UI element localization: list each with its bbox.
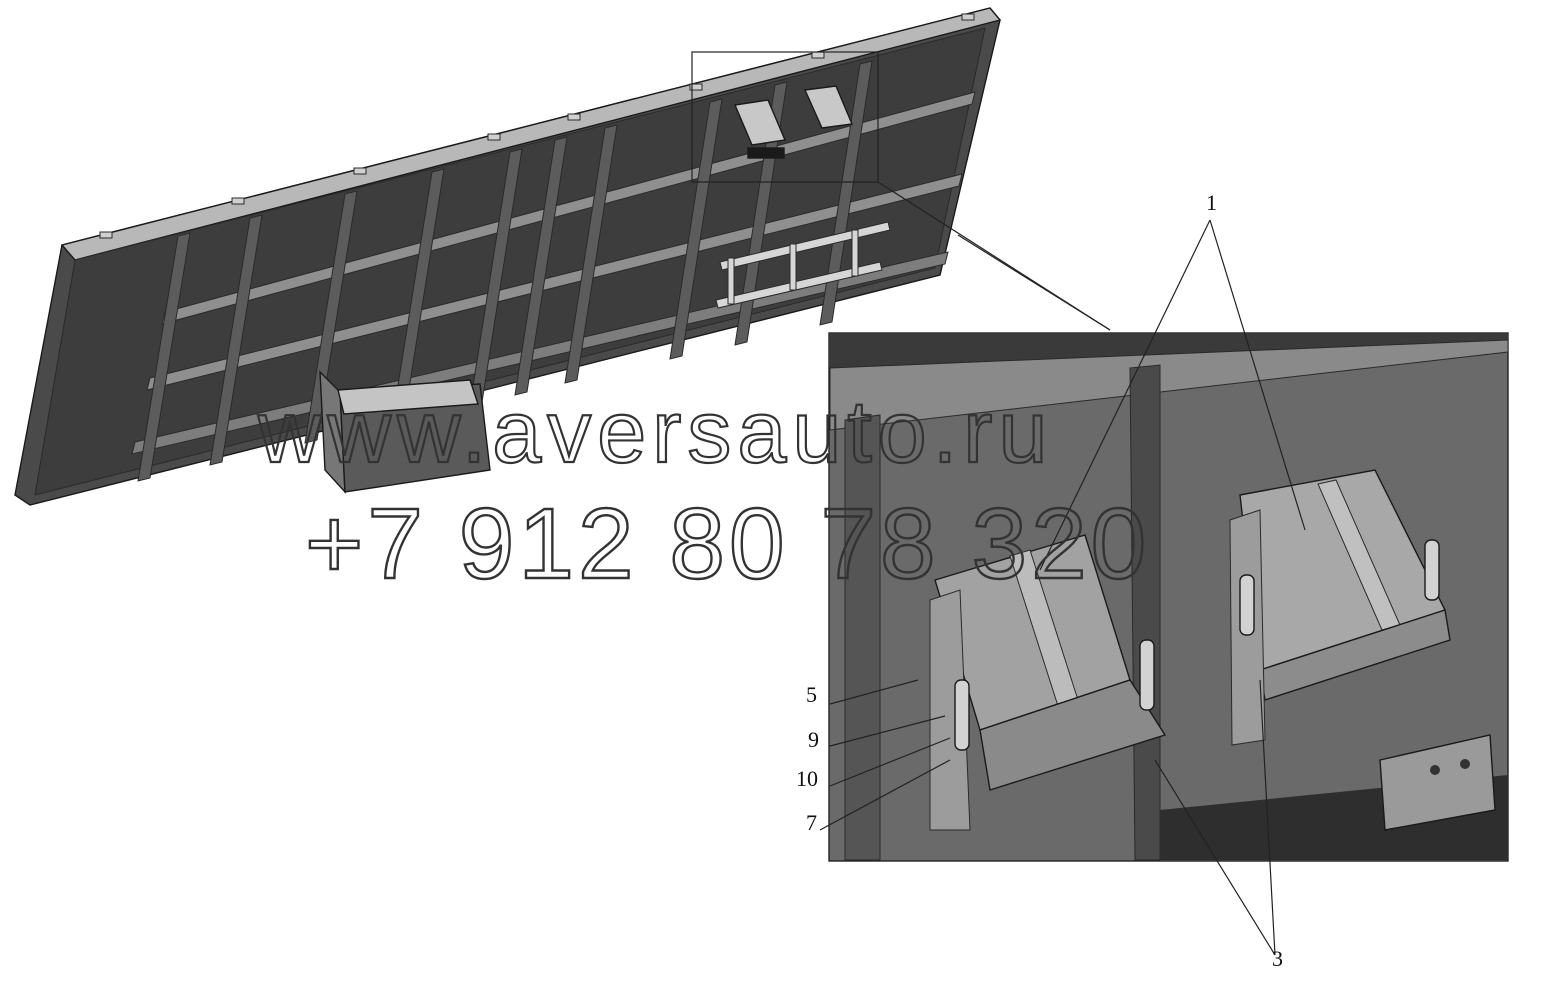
callout-10: 10	[796, 766, 818, 791]
leader-lines	[819, 219, 1306, 956]
detail-marker-box	[691, 51, 879, 183]
callout-1: 1	[1206, 190, 1217, 215]
panel-inner-face	[34, 27, 986, 496]
tailgate-panel-overview	[14, 7, 1002, 506]
step-box-left	[929, 534, 1167, 831]
callout-7: 7	[806, 810, 817, 835]
panel-ribs	[137, 60, 873, 482]
callouts: 1 3 5 9 10 7	[796, 190, 1283, 971]
panel-top-rim	[60, 7, 1002, 261]
callout-3: 3	[1272, 946, 1283, 971]
watermark: www.aversauto.ru +7 912 80 78 320	[256, 381, 1150, 601]
panel-hinge-clips	[99, 13, 975, 239]
detail-middle-post	[1129, 364, 1161, 861]
watermark-phone: +7 912 80 78 320	[305, 488, 1150, 600]
callout-9: 9	[808, 727, 819, 752]
watermark-site: www.aversauto.ru	[257, 382, 1053, 481]
panel-step-boxes	[734, 85, 854, 159]
step-box-right	[1229, 469, 1451, 746]
callout-5: 5	[806, 682, 817, 707]
connector-lines	[877, 181, 1111, 331]
detail-upper-rail	[829, 339, 1509, 431]
panel-toolbox	[319, 370, 491, 494]
panel-ladder	[715, 221, 891, 309]
detail-left-post	[844, 414, 881, 861]
detail-view	[828, 332, 1509, 862]
detail-top-band	[830, 334, 1508, 368]
detail-bracket	[1379, 734, 1496, 831]
